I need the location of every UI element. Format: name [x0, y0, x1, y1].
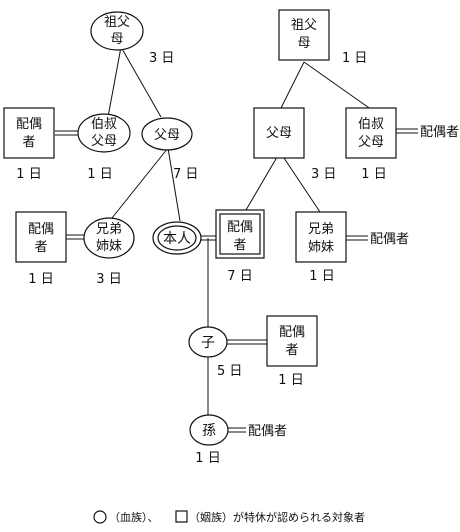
node-days-label: 1 日	[309, 269, 334, 284]
node-label-line1: 配偶	[28, 222, 54, 237]
line-parent-self	[167, 147, 181, 222]
node-label-line2: 母	[297, 36, 310, 51]
node-label-line2: 父母	[91, 134, 117, 149]
node-days-label: 1 日	[278, 373, 303, 388]
node-days-label: 1 日	[16, 167, 41, 182]
node-shape-box	[253, 107, 305, 159]
node-days-label: 7 日	[173, 167, 198, 182]
node-label-line1: 配偶	[16, 117, 42, 132]
node-days-label: 1 日	[342, 51, 367, 66]
line-inlaw-gp-parent	[279, 61, 305, 111]
node-sibling: 兄弟 姉妹 3 日	[83, 217, 135, 287]
node-grandchild: 孫 1 日 配偶者	[189, 414, 287, 466]
node-label-line1: 伯叔	[358, 117, 384, 132]
node-child: 子 5 日	[188, 326, 242, 379]
node-label-line1: 祖父	[291, 18, 317, 33]
node-paternal-uncle-spouse: 配偶 者 1 日	[3, 107, 55, 182]
line-parent-sibling	[111, 147, 169, 219]
node-days-label: 5 日	[217, 364, 242, 379]
node-label-line1: 兄弟	[308, 222, 334, 237]
node-shape-inner-ellipse	[157, 225, 197, 251]
node-label: 父母	[266, 126, 292, 141]
legend-blood-text: （血族）、	[109, 510, 159, 524]
node-days-label: 3 日	[149, 51, 174, 66]
node-label-line2: 母	[110, 32, 123, 47]
node-label-line1: 伯叔	[91, 117, 117, 132]
node-label: 孫	[202, 423, 216, 439]
node-days-label: 3 日	[96, 272, 121, 287]
node-days-label: 3 日	[311, 167, 336, 182]
line-inlaw-parent-spouse	[245, 151, 281, 211]
legend: （血族）、 （姻族）が特休が認められる対象者	[93, 510, 365, 524]
node-label: 子	[201, 335, 215, 351]
node-shape-box	[15, 211, 67, 263]
line-grandparent-uncle	[107, 46, 122, 118]
node-parent: 父母 7 日	[141, 117, 198, 182]
node-label-line2: 者	[22, 135, 35, 150]
node-shape-inner-box	[219, 213, 261, 255]
node-shape-box	[345, 107, 397, 159]
node-shape-ellipse	[189, 414, 229, 446]
node-inlaw-parent: 父母 3 日	[253, 107, 336, 182]
node-label-line2: 者	[233, 238, 246, 253]
legend-inlaw-text: （姻族）が特休が認められる対象者	[189, 510, 365, 524]
line-grandparent-parent	[120, 46, 162, 118]
node-label-line2: 者	[285, 343, 298, 358]
node-label-line1: 配偶	[227, 220, 253, 235]
node-inlaw-uncle: 伯叔 父母 1 日 配偶者	[345, 107, 459, 182]
line-inlaw-parent-sibling	[279, 151, 321, 213]
node-shape-ellipse	[90, 11, 144, 51]
node-shape-box	[3, 107, 55, 159]
node-spouse-label: 配偶者	[370, 232, 409, 247]
node-shape-ellipse	[188, 326, 228, 358]
node-shape-ellipse	[83, 217, 135, 259]
node-label-line2: 父母	[358, 135, 384, 150]
node-label: 父母	[154, 128, 180, 143]
node-spouse-self: 配偶 者 7 日	[215, 209, 265, 284]
node-spouse-label: 配偶者	[420, 125, 459, 140]
node-days-label: 1 日	[195, 451, 220, 466]
node-label-line1: 祖父	[104, 15, 130, 30]
node-days-label: 1 日	[28, 272, 53, 287]
node-paternal-uncle: 伯叔 父母 1 日	[77, 113, 131, 182]
node-label-line2: 者	[34, 240, 47, 255]
legend-circle-icon	[93, 510, 107, 524]
node-spouse-label: 配偶者	[248, 424, 287, 439]
node-label-line2: 姉妹	[308, 240, 334, 255]
node-days-label: 1 日	[87, 167, 112, 182]
line-inlaw-gp-uncle	[303, 61, 373, 111]
node-label: 本人	[163, 231, 191, 247]
node-shape-ellipse	[77, 113, 131, 153]
node-shape-box	[266, 315, 318, 367]
node-shape-ellipse	[141, 117, 193, 151]
node-sibling-spouse: 配偶 者 1 日	[15, 211, 67, 287]
node-label-line1: 兄弟	[96, 222, 122, 237]
connector-lines	[55, 46, 418, 433]
node-inlaw-grandparent: 祖父 母 1 日	[278, 9, 367, 66]
node-shape-box	[295, 211, 347, 263]
legend-square-icon	[175, 510, 188, 523]
node-paternal-grandparent: 祖父 母 3 日	[90, 11, 174, 66]
node-inlaw-sibling: 兄弟 姉妹 1 日 配偶者	[295, 211, 409, 284]
node-days-label: 7 日	[227, 269, 252, 284]
node-days-label: 1 日	[361, 167, 386, 182]
node-shape-box	[278, 9, 330, 61]
node-child-spouse: 配偶 者 1 日	[266, 315, 318, 388]
node-label-line2: 姉妹	[96, 239, 122, 254]
node-self: 本人	[152, 221, 202, 255]
node-label-line1: 配偶	[279, 325, 305, 340]
